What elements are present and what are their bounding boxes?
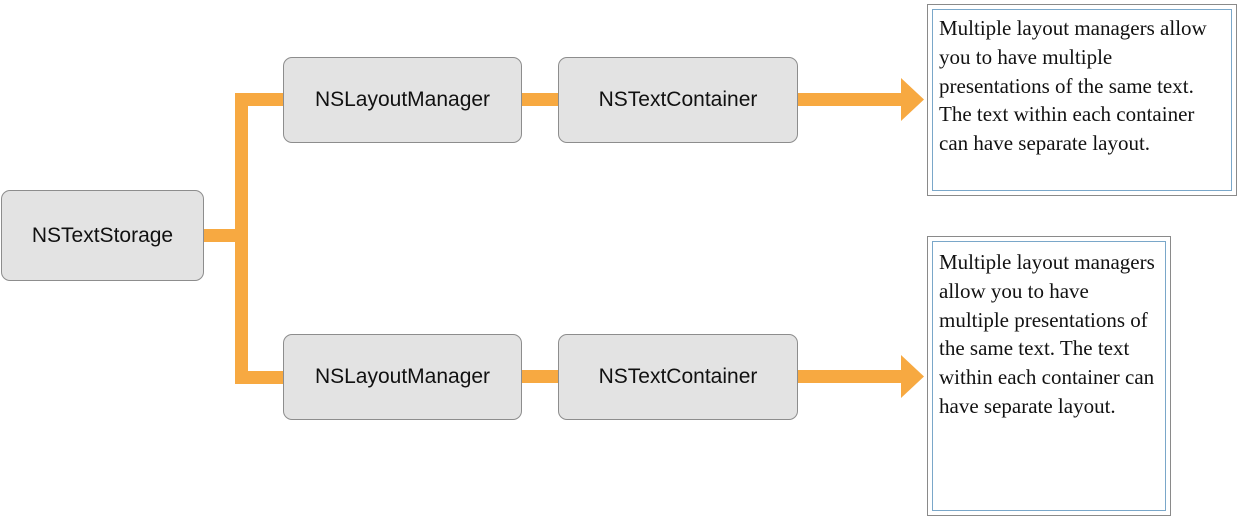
connector-trunk-vertical — [235, 93, 248, 384]
node-text-container-bottom-label: NSTextContainer — [598, 365, 758, 388]
node-text-container-top-label: NSTextContainer — [598, 88, 758, 111]
node-text-container-top: NSTextContainer — [558, 57, 798, 143]
connector-top-manager-to-container — [520, 93, 560, 106]
connector-trunk-to-bottom-manager — [235, 371, 285, 384]
node-layout-manager-top-label: NSLayoutManager — [314, 88, 491, 111]
note-bottom-text: Multiple layout managers allow you to ha… — [932, 241, 1166, 511]
node-text-storage-label: NSTextStorage — [31, 223, 174, 247]
connector-bottom-container-to-note — [797, 370, 905, 383]
connector-trunk-to-top-manager — [235, 93, 285, 106]
node-layout-manager-bottom: NSLayoutManager — [283, 334, 522, 420]
arrowhead-bottom — [901, 355, 924, 398]
note-bottom: Multiple layout managers allow you to ha… — [927, 236, 1171, 516]
connector-top-container-to-note — [797, 93, 905, 106]
node-text-container-bottom: NSTextContainer — [558, 334, 798, 420]
node-layout-manager-top: NSLayoutManager — [283, 57, 522, 143]
connector-storage-to-trunk — [203, 229, 237, 242]
arrowhead-top — [901, 78, 924, 121]
connector-bottom-manager-to-container — [520, 370, 560, 383]
note-top-text: Multiple layout managers allow you to ha… — [932, 9, 1232, 191]
node-text-storage: NSTextStorage — [1, 190, 204, 281]
note-top: Multiple layout managers allow you to ha… — [927, 4, 1237, 196]
node-layout-manager-bottom-label: NSLayoutManager — [314, 365, 491, 388]
